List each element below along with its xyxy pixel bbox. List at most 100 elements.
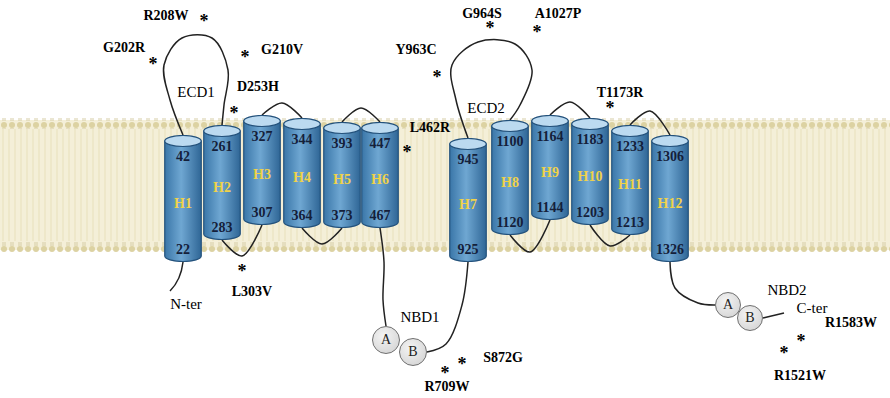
cylinder-top	[572, 119, 609, 130]
residue-number: 925	[458, 243, 479, 257]
mutation-marker: *	[403, 143, 412, 161]
cylinder-body	[244, 121, 281, 225]
cylinder-body	[165, 141, 202, 262]
domain-label: ECD1	[177, 85, 215, 100]
helix-cylinder: 393H5 373	[323, 122, 361, 228]
residue-number: 1213	[616, 216, 644, 230]
mutation-label: S872G	[483, 351, 523, 365]
loop-connector	[451, 40, 532, 138]
helix-label: H7	[459, 198, 477, 212]
loop-connector	[342, 108, 380, 122]
cylinder-top	[362, 123, 399, 134]
n-terminal-tail	[170, 262, 183, 291]
helix-cylinder: 1164H9 1144	[531, 115, 569, 220]
helix-cylinder: 344H4 364	[283, 118, 321, 228]
residue-number: 1306	[656, 150, 684, 164]
terminus-label: C-ter	[797, 301, 828, 316]
cylinder-body	[492, 126, 529, 235]
mutation-label: R1583W	[825, 316, 877, 330]
helix-cylinder: 1183H10 1203	[571, 118, 609, 225]
cylinder-body	[362, 128, 399, 228]
residue-number: 1326	[656, 243, 684, 257]
mutation-label: G202R	[103, 41, 145, 55]
cylinder-top	[244, 116, 281, 127]
residue-number: 467	[370, 209, 391, 223]
residue-number: 1183	[576, 133, 603, 147]
residue-number: 364	[292, 209, 313, 223]
cylinder-body	[532, 121, 569, 220]
cylinder-body	[652, 141, 689, 262]
cylinder-top	[165, 136, 202, 147]
mutation-marker: *	[241, 48, 250, 66]
helix-label: H8	[501, 176, 519, 190]
mutation-label: G210V	[261, 43, 303, 57]
lipid-bilayer	[0, 120, 890, 250]
subdomain-label: A	[723, 298, 733, 312]
helix-label: H3	[253, 168, 271, 182]
subdomain-label: A	[381, 333, 391, 347]
cylinder-body	[204, 131, 241, 240]
helix-cylinder: 1100H8 1120	[491, 120, 529, 235]
mutation-marker: *	[458, 355, 467, 373]
subdomain-label: B	[408, 345, 417, 359]
helix-label: H1	[174, 197, 192, 211]
mutation-marker: *	[433, 68, 442, 86]
helix-cylinder: 1233H11 1213	[611, 125, 649, 235]
loop-connector	[427, 262, 468, 352]
mutation-marker: *	[797, 332, 806, 350]
helix-cylinder: 42H1 22	[164, 135, 202, 262]
residue-number: 1233	[616, 140, 644, 154]
mutation-marker: *	[200, 12, 209, 30]
subdomain-label: B	[745, 311, 754, 325]
loop-connector	[163, 35, 228, 135]
lipid-heads	[0, 241, 890, 252]
helix-label: H5	[333, 173, 351, 187]
domain-circle: B	[737, 305, 763, 331]
mutation-marker: *	[238, 262, 247, 280]
domain-circle: B	[399, 338, 427, 366]
residue-number: 1100	[496, 135, 523, 149]
residue-number: 373	[332, 209, 353, 223]
lipid-tails	[0, 129, 890, 241]
residue-number: 1120	[496, 216, 523, 230]
residue-number: 393	[332, 137, 353, 151]
residue-number: 447	[370, 137, 391, 151]
residue-number: 344	[292, 133, 313, 147]
mutation-label: T1173R	[597, 86, 644, 100]
helix-label: H4	[293, 171, 311, 185]
residue-number: 1164	[536, 130, 563, 144]
helix-label: H6	[371, 173, 389, 187]
cylinder-body	[450, 144, 487, 262]
helix-cylinder: 261H2283	[203, 125, 241, 240]
mutation-marker: *	[230, 104, 239, 122]
cylinder-top	[492, 121, 529, 132]
mutation-label: R208W	[143, 9, 188, 23]
residue-number: 1144	[536, 201, 563, 215]
helix-label: H12	[658, 197, 683, 211]
cylinder-body	[572, 124, 609, 225]
mutation-marker: *	[149, 55, 158, 73]
cylinder-top	[284, 119, 321, 130]
loop-connector	[302, 228, 342, 244]
c-terminal-tail	[763, 313, 784, 318]
helix-label: H11	[618, 178, 642, 192]
cylinder-top	[532, 116, 569, 127]
residue-number: 42	[176, 150, 190, 164]
helix-cylinder: 327H3307	[243, 115, 281, 225]
mutation-marker: *	[533, 23, 542, 41]
domain-circle: A	[372, 326, 400, 354]
helix-cylinder: 1306H12 1326	[651, 135, 689, 262]
mutation-label: A1027P	[535, 7, 582, 21]
mutation-label: L462R	[410, 121, 450, 135]
domain-label: ECD2	[467, 101, 505, 116]
helix-label: H9	[541, 166, 559, 180]
residue-number: 1203	[576, 206, 604, 220]
helix-label: H10	[578, 170, 603, 184]
mutation-marker: *	[486, 19, 495, 37]
residue-number: 327	[252, 130, 273, 144]
domain-label: NBD2	[767, 283, 806, 298]
mutation-marker: *	[606, 99, 615, 117]
cylinder-body	[324, 128, 361, 228]
residue-number: 22	[176, 243, 190, 257]
